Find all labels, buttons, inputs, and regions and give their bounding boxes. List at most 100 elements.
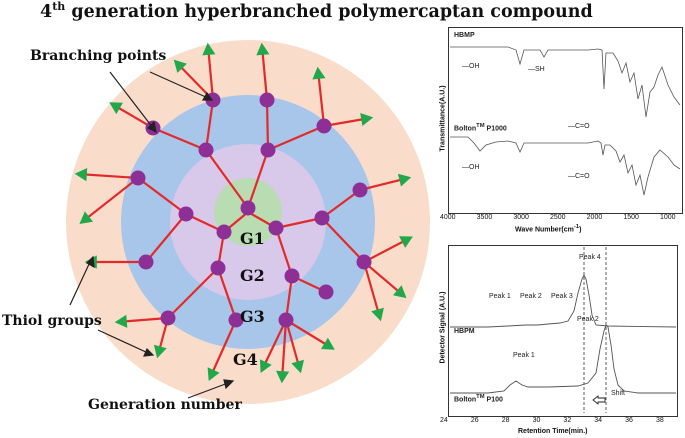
bond-line [267,124,325,152]
generation-g4: G4 [233,350,258,369]
ir-series-bolton-label: BoltonTM P1000 [454,123,507,133]
bond-line [316,69,326,127]
thiol-triangle [312,66,326,80]
branching-node [260,142,276,158]
bond-line [145,213,187,263]
branching-node [240,200,256,216]
ir-hbmp-co: —C=O [568,123,590,130]
generation-g3: G3 [240,307,265,326]
branching-arrowhead-1 [201,91,214,101]
bolton-spectrum-line [450,136,681,196]
ir-spectra [450,46,681,196]
generation-g2: G2 [240,266,265,285]
thiol-triangle [371,307,384,322]
bond-line [152,126,207,152]
thiol-triangle [291,359,304,374]
ir-hbmp-oh: —OH [462,63,480,70]
branching-points-label: Branching points [30,48,167,64]
thiol-triangle [276,370,290,384]
branching-node [198,142,214,158]
branching-node [356,254,372,270]
gpc-hbpm-peak2: Peak 2 [520,293,542,300]
bond-line [275,216,323,230]
x-tick-label: 32 [563,417,572,424]
thiol-triangle [399,236,413,248]
bond-line [280,319,288,381]
gpc-hbpm-peak4: Peak 4 [579,254,601,261]
thiol-arrow-1 [69,261,91,306]
bond-line [265,99,270,151]
ir-bolton-co: —C=O [568,173,590,180]
branching-arrow-1 [149,71,209,99]
thiol-triangle [202,42,216,56]
branching-node [352,182,368,198]
bond-line [77,172,139,180]
thiol-triangle [397,173,412,187]
gpc-shift-label: Shift [611,390,626,397]
bolton-trace [450,324,676,394]
gpc-bolton-peak1: Peak 1 [513,352,535,359]
bond-line [81,177,139,223]
thiol-arrowhead-1 [86,255,95,269]
dendrimer-diagram [66,40,430,404]
bond-line [216,267,238,321]
bond-line [362,261,382,319]
bond-line [321,189,361,219]
gpc-xlabel: Retention Time(min.) [518,428,588,435]
generation-arrow [187,382,229,399]
gpc-hbpm-peak3: Peak 3 [551,293,573,300]
generation-number-label: Generation number [88,397,242,413]
ir-ylabel: Transmittance(A.U.) [439,85,447,152]
branching-arrow-2 [109,71,154,129]
bond-line [285,319,333,349]
branching-node [314,210,330,226]
branching-node [284,268,300,284]
thiol-arrow-2 [97,329,149,354]
ir-xlabel: Wave Number(cm-1) [515,224,582,234]
x-tick-label: 38 [656,417,664,424]
branching-node [268,220,284,236]
branching-node [216,224,232,240]
x-tick-label: 2000 [586,214,603,221]
thiol-triangle [173,59,187,73]
thiol-triangle [259,359,272,373]
bond-line [137,177,187,215]
thiol-triangle [153,344,167,359]
gpc-ylabel: Detector Signal (A.U.) [439,291,447,364]
branching-node [130,170,146,186]
gpc-hbpm-peak1: Peak 1 [489,293,511,300]
thiol-triangle [256,42,270,56]
branching-node [318,284,334,300]
branching-node [316,118,332,134]
bond-line [321,217,365,263]
branching-node [178,206,194,222]
gpc-plot-frame [448,245,678,417]
thiol-groups-label: Thiol groups [2,313,102,329]
generation-g1: G1 [240,229,265,248]
branching-node [278,312,294,328]
ir-plot-frame [448,27,683,214]
bond-line [167,267,219,319]
x-tick-label: 3500 [476,214,493,221]
figure-title: 4th generation hyperbranched polymercapt… [40,0,593,22]
x-tick-label: 34 [594,417,603,424]
bond-line [260,45,269,101]
gpc-series-bolton-label: BoltonTM P100 [454,394,503,404]
generation-arrowhead [223,379,235,390]
thiol-triangle [207,367,220,381]
hbpm-trace [450,273,676,328]
x-tick-label: 28 [501,417,510,424]
bond-line [204,99,215,151]
branching-node [259,92,275,108]
thiol-triangle [321,337,335,350]
branching-arrowhead-2 [146,120,157,134]
gpc-series-hbpm-label: HBPM [454,328,475,335]
x-tick-label: 1000 [660,214,676,221]
thiol-triangle [74,168,88,182]
thiol-triangle [109,102,123,115]
thiol-triangle [360,113,374,126]
x-tick-label: 30 [532,417,541,424]
shift-arrow-icon [592,395,606,405]
